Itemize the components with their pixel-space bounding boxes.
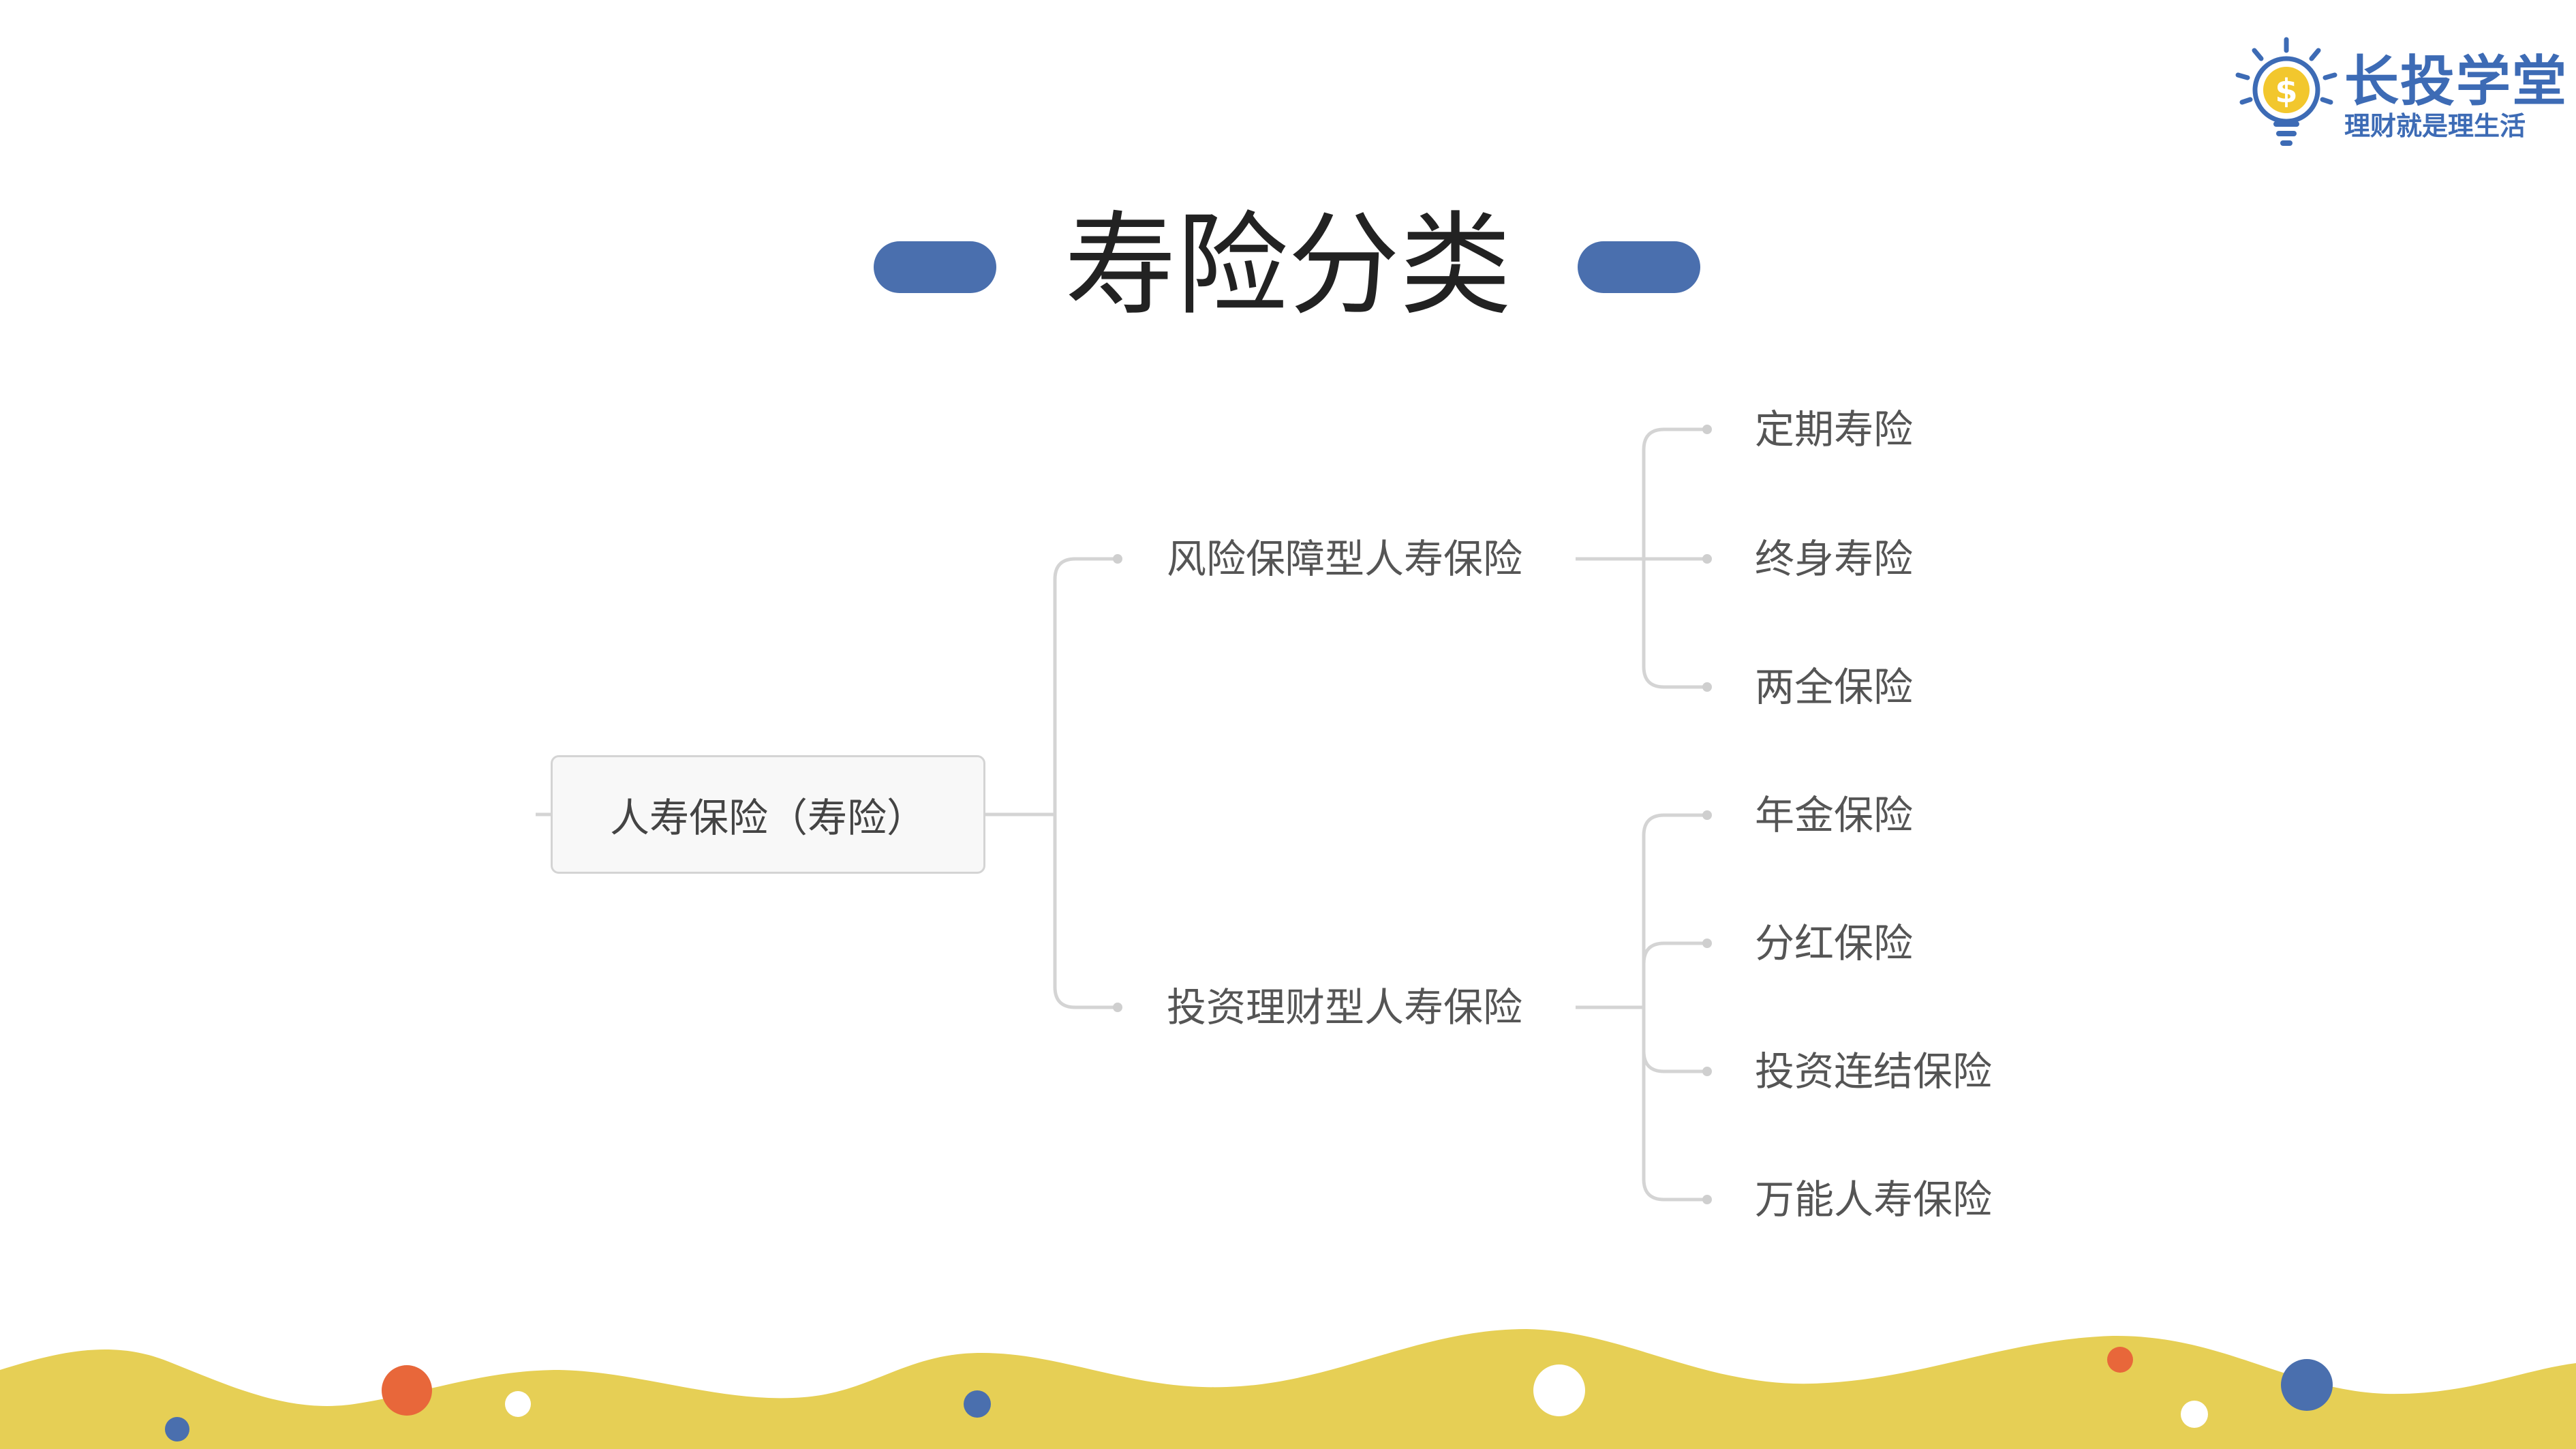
- dot-white-large: [1533, 1364, 1585, 1416]
- dot-blue-mid: [964, 1390, 991, 1418]
- svg-text:$: $: [2275, 72, 2297, 110]
- leaf-endowment: 两全保险: [1755, 664, 1914, 710]
- leaf-annuity: 年金保险: [1755, 792, 1914, 838]
- leaf-term-life: 定期寿险: [1755, 406, 1914, 453]
- dot-orange-small: [2107, 1347, 2133, 1373]
- lightbulb-dollar-icon: $: [2235, 37, 2337, 146]
- branch-risk-protection: 风险保障型人寿保险: [1167, 536, 1523, 582]
- dot-white-small: [505, 1391, 531, 1417]
- title-right-pill: [1578, 241, 1700, 293]
- dot-blue-large: [2281, 1359, 2333, 1411]
- mindmap-root-node: 人寿保险（寿险）: [551, 755, 985, 874]
- title-left-pill: [874, 241, 996, 293]
- leaf-participating: 分红保险: [1755, 920, 1914, 966]
- leaf-unit-linked: 投资连结保险: [1755, 1048, 1993, 1095]
- leaf-whole-life: 终身寿险: [1755, 536, 1914, 582]
- logo-slogan: 理财就是理生活: [2344, 111, 2526, 141]
- dot-white-small-right: [2181, 1401, 2208, 1428]
- leaf-universal-life: 万能人寿保险: [1755, 1176, 1993, 1223]
- logo-title: 长投学堂: [2344, 50, 2568, 113]
- page-title: 寿险分类: [1064, 200, 1512, 331]
- dot-orange-large: [382, 1365, 432, 1416]
- branch-investment: 投资理财型人寿保险: [1167, 984, 1523, 1031]
- dot-blue-small: [165, 1417, 189, 1442]
